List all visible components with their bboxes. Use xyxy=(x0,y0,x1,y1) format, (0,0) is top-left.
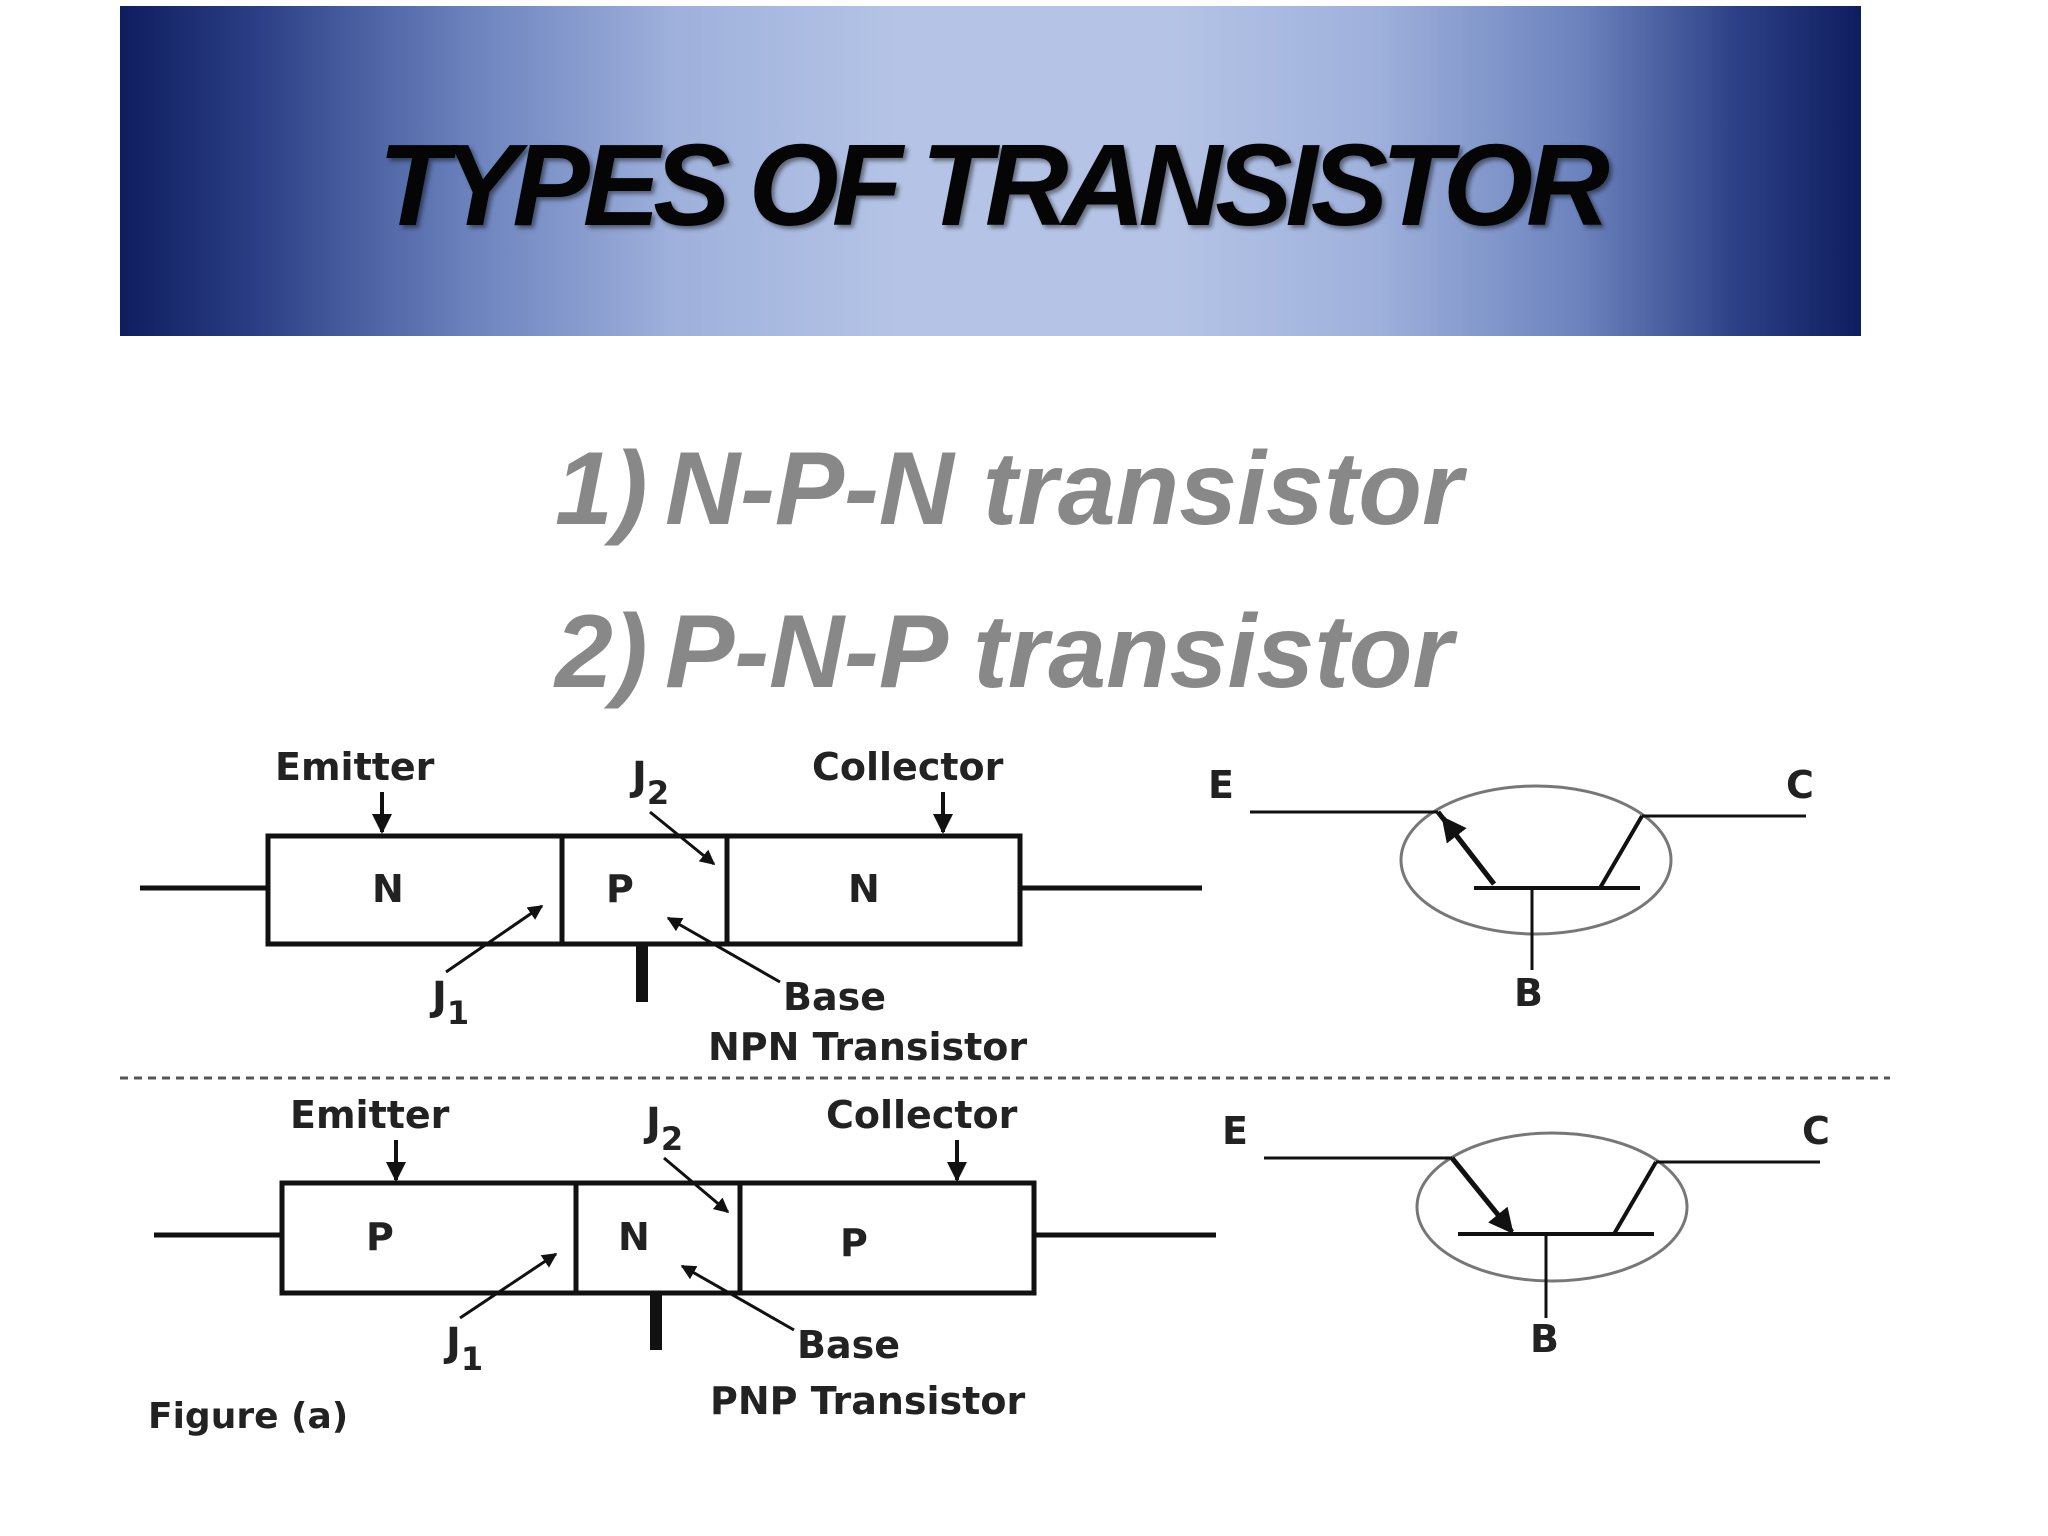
pnp-structure-diagram: P N P Emitter Collector J2 J1 Base PNP T… xyxy=(148,1093,1216,1437)
pnp-diagram-name: PNP Transistor xyxy=(710,1379,1025,1423)
terminal-b-label: B xyxy=(1514,971,1543,1015)
arrow-icon xyxy=(666,916,781,984)
collector-label: Collector xyxy=(812,745,1004,789)
emitter-label: Emitter xyxy=(290,1093,450,1137)
base-label: Base xyxy=(783,975,886,1019)
title-banner: TYPES OF TRANSISTOR xyxy=(120,6,1861,336)
arrow-icon xyxy=(445,904,544,974)
slide-title: TYPES OF TRANSISTOR xyxy=(378,120,1610,250)
arrow-icon xyxy=(649,810,716,866)
type-number: 2) xyxy=(555,594,648,710)
junction-j1-label: J1 xyxy=(443,1320,483,1378)
npn-transistor-symbol: E C B xyxy=(1208,763,1814,1015)
type-label: N-P-N transistor xyxy=(665,431,1463,547)
junction-j2-label: J2 xyxy=(629,754,669,812)
region-label: N xyxy=(848,867,880,911)
npn-diagram-name: NPN Transistor xyxy=(708,1025,1027,1069)
region-label: N xyxy=(372,867,404,911)
emitter-arrow-icon xyxy=(1450,1156,1514,1234)
arrow-icon xyxy=(680,1264,795,1332)
region-label: P xyxy=(840,1221,868,1265)
symbol-circle xyxy=(1399,784,1673,936)
arrow-icon xyxy=(459,1252,558,1320)
pnp-block xyxy=(279,1180,1037,1296)
npn-structure-diagram: N P N Emitter Collector J2 J1 Base NPN T… xyxy=(140,745,1202,1069)
base-label: Base xyxy=(797,1323,900,1367)
arrow-icon xyxy=(663,1156,730,1214)
type-item-npn: 1)N-P-N transistor xyxy=(555,430,1462,549)
figure-caption: Figure (a) xyxy=(148,1396,348,1437)
terminal-c-label: C xyxy=(1802,1109,1830,1153)
terminal-e-label: E xyxy=(1208,763,1234,807)
junction-j2-label: J2 xyxy=(643,1100,683,1158)
symbol-circle xyxy=(1415,1131,1689,1283)
terminal-b-label: B xyxy=(1530,1317,1559,1361)
junction-j1-label: J1 xyxy=(429,974,469,1032)
type-item-pnp: 2)P-N-P transistor xyxy=(555,593,1453,712)
collector-leg xyxy=(1598,814,1644,890)
region-label: P xyxy=(606,867,634,911)
type-label: P-N-P transistor xyxy=(665,594,1453,710)
collector-leg xyxy=(1612,1160,1658,1236)
terminal-e-label: E xyxy=(1222,1109,1248,1153)
region-label: P xyxy=(366,1215,394,1259)
collector-label: Collector xyxy=(826,1093,1018,1137)
type-number: 1) xyxy=(555,431,648,547)
emitter-label: Emitter xyxy=(275,745,435,789)
terminal-c-label: C xyxy=(1786,763,1814,807)
emitter-arrow-icon xyxy=(1441,816,1496,886)
pnp-transistor-symbol: E C B xyxy=(1222,1109,1830,1361)
region-label: N xyxy=(618,1215,650,1259)
